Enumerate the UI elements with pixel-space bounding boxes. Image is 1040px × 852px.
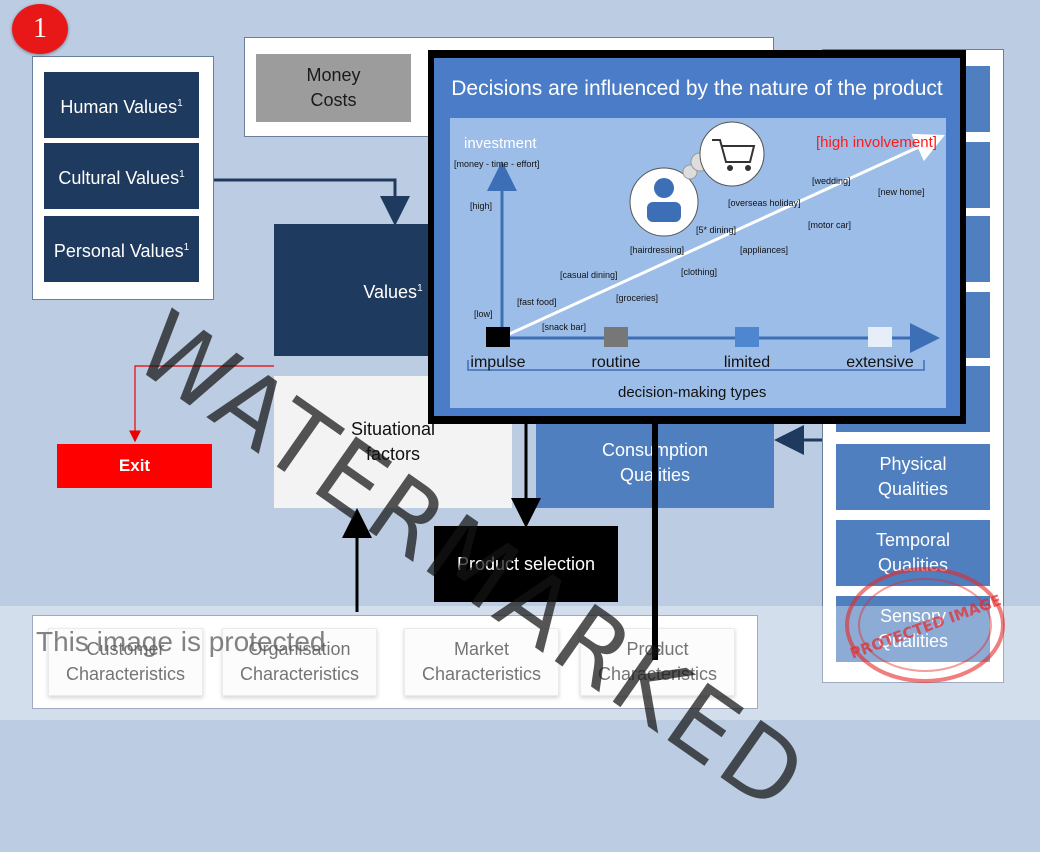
- stamp-text: PROTECTED IMAGE: [848, 591, 1004, 663]
- money-costs-box[interactable]: Money Costs: [256, 54, 411, 122]
- y-axis-sublabel: [money - time - effort]: [454, 159, 539, 169]
- y-axis-label: investment: [464, 135, 537, 152]
- product-label: [snack bar]: [542, 322, 586, 332]
- product-label: [overseas holiday]: [728, 198, 801, 208]
- high-involvement-label: [high involvement]: [816, 134, 937, 151]
- market-characteristics-box[interactable]: Market Characteristics: [404, 628, 559, 696]
- involvement-trend-arrow: [504, 133, 945, 338]
- human-values-box[interactable]: Human Values1: [44, 72, 199, 138]
- decision-type-marker: [604, 327, 628, 347]
- decision-type-labels: impulse routine limited extensive: [470, 354, 913, 371]
- customer-characteristics-box[interactable]: Customer Characteristics: [48, 628, 203, 696]
- product-label: [clothing]: [681, 267, 717, 277]
- decision-type-marker: [868, 327, 892, 347]
- overlay-title: Decisions are influenced by the nature o…: [451, 77, 943, 100]
- product-selection-box[interactable]: Product selection: [434, 526, 618, 602]
- product-label: [fast food]: [517, 297, 557, 307]
- product-label: [appliances]: [740, 245, 788, 255]
- product-label: [new home]: [878, 187, 925, 197]
- x-axis-caption: decision-making types: [618, 384, 766, 401]
- product-label: [hairdressing]: [630, 245, 684, 255]
- high-label: [high]: [470, 201, 492, 211]
- protected-notice: This image is protected: [36, 626, 326, 657]
- cultural-values-box[interactable]: Cultural Values1: [44, 143, 199, 209]
- connector-arrows: [129, 178, 822, 660]
- personal-values-box[interactable]: Personal Values1: [44, 216, 199, 282]
- organisation-characteristics-box[interactable]: Organisation Characteristics: [222, 628, 377, 696]
- decision-type-marker: [735, 327, 759, 347]
- protected-stamp-icon: PROTECTED IMAGE: [845, 567, 1005, 683]
- low-label: [low]: [474, 309, 493, 319]
- decision-type-markers: [486, 327, 892, 347]
- product-label: [casual dining]: [560, 270, 618, 280]
- product-label: [wedding]: [812, 176, 851, 186]
- decision-type-label: extensive: [846, 354, 914, 371]
- product-labels: [snack bar] [fast food] [groceries] [casual…: [517, 176, 925, 332]
- decision-chart: investment [money - time - effort] [high…: [454, 121, 945, 401]
- slide-number-badge: 1: [12, 4, 68, 54]
- sensory-qualities-box[interactable]: Sensory Qualities: [836, 596, 990, 662]
- product-label: [groceries]: [616, 293, 658, 303]
- product-label: [motor car]: [808, 220, 851, 230]
- decision-type-label: impulse: [470, 354, 525, 371]
- decision-type-label: limited: [724, 354, 770, 371]
- decision-type-marker: [486, 327, 510, 347]
- types-bracket: [467, 360, 925, 371]
- product-label: [5* dining]: [696, 225, 736, 235]
- exit-button[interactable]: Exit: [57, 444, 212, 488]
- decision-type-label: routine: [592, 354, 641, 371]
- physical-qualities-box[interactable]: Physical Qualities: [836, 444, 990, 510]
- consumer-thought-icon: [629, 121, 765, 237]
